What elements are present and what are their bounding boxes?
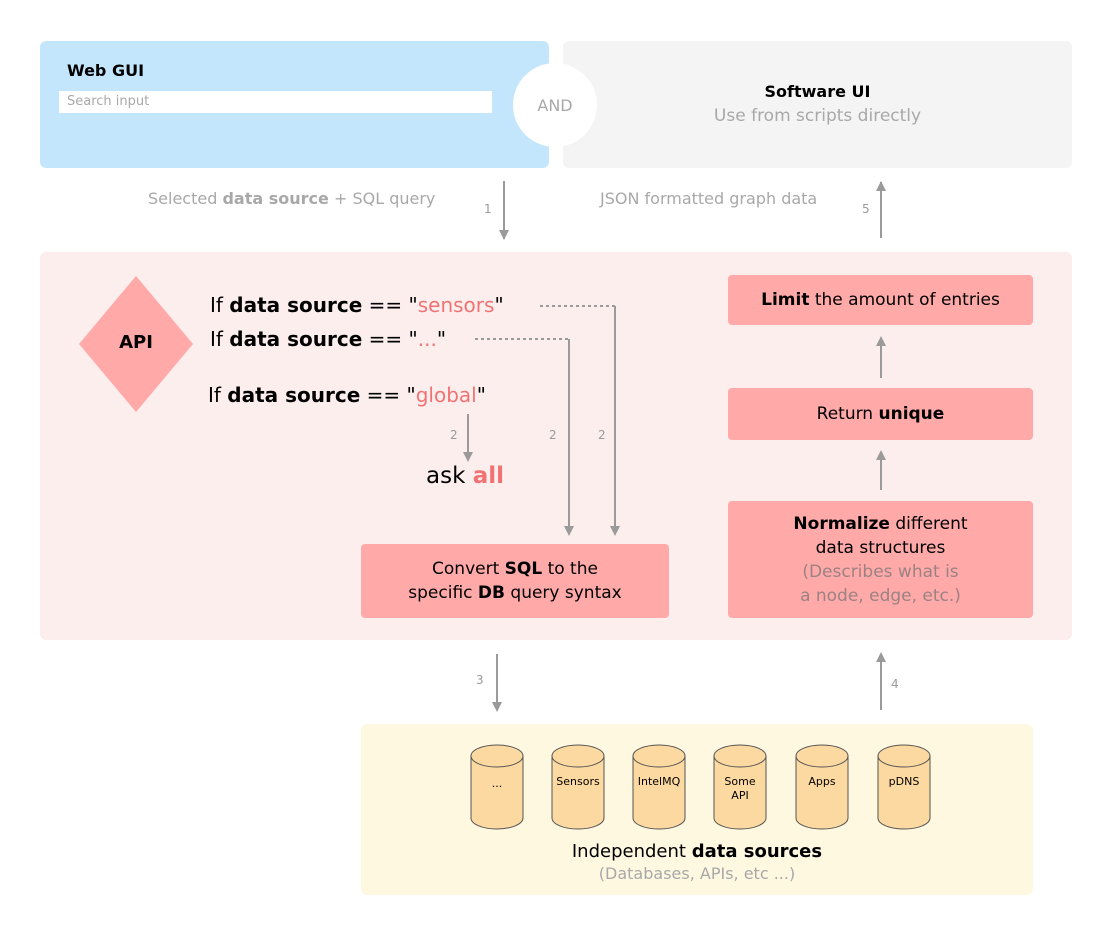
db-cylinder-4 <box>795 744 849 830</box>
web-gui-title: Web GUI <box>67 61 145 80</box>
db-label-3: Some API <box>724 775 756 802</box>
condition-sensors: If data source == "sensors" <box>210 293 504 317</box>
data-sources-subtitle: (Databases, APIs, etc ...) <box>598 864 796 883</box>
db-label-0: ... <box>491 777 503 790</box>
db-label-2: IntelMQ <box>637 775 681 788</box>
unique-box: Return unique <box>728 388 1033 440</box>
convert-sql-box: Convert SQL to the specific DB query syn… <box>361 544 669 618</box>
edge-4-number: 4 <box>891 677 899 691</box>
limit-box: Limit the amount of entries <box>728 275 1033 325</box>
edge-2-global-number: 2 <box>450 428 458 442</box>
and-connector: AND <box>513 63 597 147</box>
condition-ellipsis: If data source == "..." <box>210 327 447 351</box>
normalize-box: Normalize different data structures (Des… <box>728 501 1033 618</box>
db-cylinder-3 <box>713 744 767 830</box>
edge-3-number: 3 <box>476 673 484 687</box>
api-diamond <box>79 276 193 412</box>
edge-1-label: Selected data source + SQL query <box>148 189 436 208</box>
data-sources-title: Independent data sources <box>571 841 823 862</box>
software-ui-title: Software UI <box>764 82 871 101</box>
edge-5-label: JSON formatted graph data <box>600 189 818 208</box>
search-input[interactable]: Search input <box>59 91 492 113</box>
db-cylinder-5 <box>877 744 931 830</box>
db-label-5: pDNS <box>888 775 920 788</box>
db-label-1: Sensors <box>556 775 600 788</box>
api-label: API <box>119 332 153 353</box>
db-cylinder-0 <box>470 744 524 830</box>
edge-2-ellipsis-number: 2 <box>549 428 557 442</box>
edge-5-number: 5 <box>862 202 870 216</box>
condition-global: If data source == "global" <box>208 383 486 407</box>
edge-2-sensors-number: 2 <box>598 428 606 442</box>
ask-all: ask all <box>426 463 505 489</box>
software-ui-subtitle: Use from scripts directly <box>713 106 922 126</box>
software-ui-panel: Software UI Use from scripts directly <box>563 41 1072 168</box>
db-cylinder-1 <box>551 744 605 830</box>
edge-1-number: 1 <box>484 202 492 216</box>
db-label-4: Apps <box>808 775 836 788</box>
db-cylinder-2 <box>632 744 686 830</box>
